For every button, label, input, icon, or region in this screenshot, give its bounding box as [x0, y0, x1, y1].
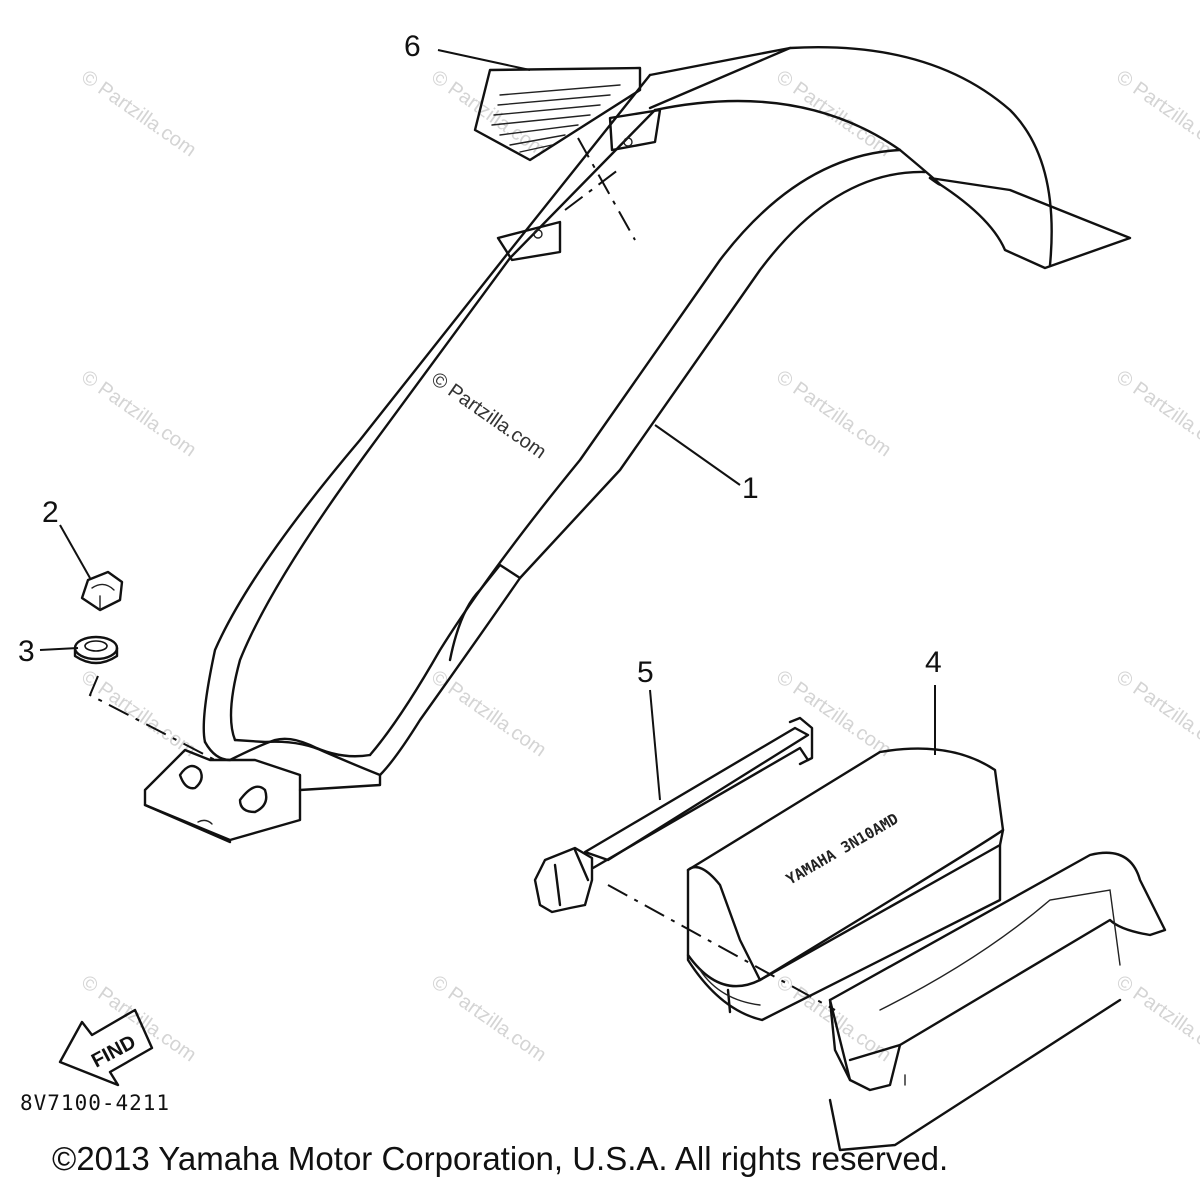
battery-label: YAMAHA 3N10AMD [783, 810, 901, 889]
watermark: © Partzilla.com [1112, 366, 1200, 461]
watermark: © Partzilla.com [77, 66, 200, 161]
part-code: 8V7100-4211 [20, 1091, 170, 1115]
watermark: © Partzilla.com [427, 666, 550, 761]
copyright-notice: ©2013 Yamaha Motor Corporation, U.S.A. A… [52, 1140, 948, 1177]
nut-part-2[interactable] [80, 570, 124, 612]
watermark: © Partzilla.com [772, 366, 895, 461]
callout-3: 3 [18, 635, 35, 668]
watermark: © Partzilla.com [77, 366, 200, 461]
callout-2: 2 [42, 496, 59, 529]
watermark: © Partzilla.com [427, 971, 550, 1066]
alignment-lines [88, 137, 836, 1011]
washer-part-3[interactable] [73, 635, 119, 665]
watermark: © Partzilla.com [1112, 666, 1200, 761]
find-label: FIND [88, 1031, 140, 1072]
watermark: © Partzilla.com [772, 66, 895, 161]
fender-strap-part-1[interactable] [143, 46, 1132, 844]
center-watermark: © Partzilla.com [427, 368, 550, 463]
callouts: 6 2 3 1 5 4 [18, 30, 942, 689]
callout-1: 1 [742, 472, 759, 505]
watermark: © Partzilla.com [1112, 971, 1200, 1066]
callout-6: 6 [404, 30, 421, 63]
callout-4: 4 [925, 646, 942, 679]
pad-part-6[interactable] [473, 66, 642, 162]
battery-tray[interactable] [828, 851, 1167, 1152]
leader-lines [39, 49, 936, 801]
battery-part-4[interactable]: YAMAHA 3N10AMD [686, 747, 1005, 1022]
watermark-group: © Partzilla.com © Partzilla.com © Partzi… [77, 66, 1200, 1066]
watermark: © Partzilla.com [1112, 66, 1200, 161]
callout-5: 5 [637, 656, 654, 689]
battery-band-part-5[interactable] [533, 716, 814, 914]
